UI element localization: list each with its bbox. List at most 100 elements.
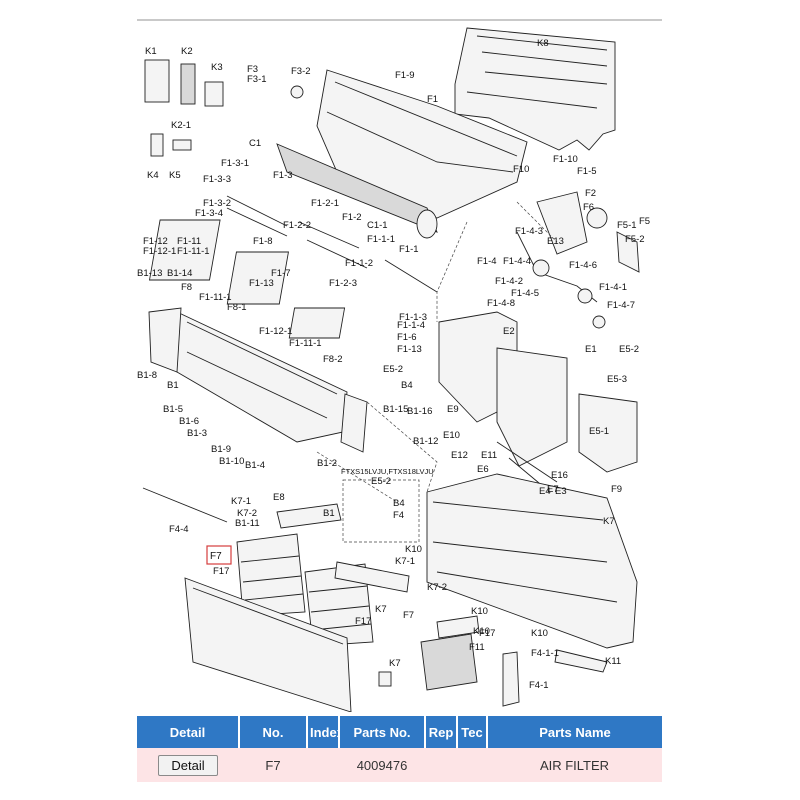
callout-e16[interactable]: E16 [551, 470, 568, 481]
callout-e10[interactable]: E10 [443, 430, 460, 441]
column-header-index[interactable]: Index [307, 716, 340, 748]
callout-f1-4-1[interactable]: F1-4-1 [599, 282, 627, 293]
callout-f1-4-4[interactable]: F1-4-4 [503, 256, 531, 267]
callout-b1-3[interactable]: B1-3 [187, 428, 207, 439]
callout-f1-3-1[interactable]: F1-3-1 [221, 158, 249, 169]
callout-f3-1[interactable]: F3-1 [247, 74, 267, 85]
callout-f1-11-1[interactable]: F1-11-1 [177, 246, 210, 257]
callout-k11[interactable]: K11 [605, 656, 621, 667]
callout-b1-11[interactable]: B1-11 [235, 518, 260, 529]
callout-b1[interactable]: B1 [167, 380, 179, 391]
callout-b1-4[interactable]: B1-4 [245, 460, 265, 471]
callout-e2[interactable]: E2 [503, 326, 515, 337]
callout-f8-1[interactable]: F8-1 [227, 302, 247, 313]
callout-k7[interactable]: K7 [603, 516, 615, 527]
callout-f11[interactable]: F11 [469, 642, 485, 653]
callout-f7[interactable]: F7 [403, 610, 414, 621]
callout-e8[interactable]: E8 [273, 492, 285, 503]
callout-f17[interactable]: F17 [213, 566, 229, 577]
callout-f1-1-1[interactable]: F1-1-1 [367, 234, 395, 245]
callout-f1-9[interactable]: F1-9 [395, 70, 415, 81]
callout-b1-15[interactable]: B1-15 [383, 404, 408, 415]
callout-k10[interactable]: K10 [471, 606, 488, 617]
callout-k2-1[interactable]: K2-1 [171, 120, 191, 131]
callout-f1-3-2[interactable]: F1-3-2 [203, 198, 231, 209]
callout-b1-12[interactable]: B1-12 [413, 436, 438, 447]
callout-f5[interactable]: F5 [639, 216, 650, 227]
callout-f1-13[interactable]: F1-13 [397, 344, 422, 355]
callout-f1-8[interactable]: F1-8 [253, 236, 273, 247]
callout-f1-3-3[interactable]: F1-3-3 [203, 174, 231, 185]
callout-e5-2[interactable]: E5-2 [371, 476, 391, 487]
callout-f3-2[interactable]: F3-2 [291, 66, 311, 77]
callout-k3[interactable]: K3 [211, 62, 223, 73]
callout-k5[interactable]: K5 [169, 170, 181, 181]
callout-f1-12-1[interactable]: F1-12-1 [143, 246, 176, 257]
callout-e3[interactable]: E3 [555, 486, 567, 497]
callout-f5-1[interactable]: F5-1 [617, 220, 637, 231]
callout-e9[interactable]: E9 [447, 404, 459, 415]
callout-f1-11[interactable]: F1-11 [177, 236, 201, 247]
callout-e4[interactable]: E4 [539, 486, 551, 497]
callout-k7[interactable]: K7 [389, 658, 401, 669]
table-row[interactable]: Detail F7 4009476 AIR FILTER [137, 748, 662, 782]
highlighted-callout[interactable]: F7 [210, 551, 222, 562]
callout-e5-3[interactable]: E5-3 [607, 374, 627, 385]
callout-b1-16[interactable]: B1-16 [407, 406, 432, 417]
callout-e6[interactable]: E6 [477, 464, 489, 475]
callout-f1-2-2[interactable]: F1-2-2 [283, 220, 311, 231]
callout-k7-1[interactable]: K7-1 [395, 556, 415, 567]
callout-f8-2[interactable]: F8-2 [323, 354, 343, 365]
callout-b1-9[interactable]: B1-9 [211, 444, 231, 455]
callout-f1-5[interactable]: F1-5 [577, 166, 597, 177]
callout-b1-6[interactable]: B1-6 [179, 416, 199, 427]
detail-button[interactable]: Detail [158, 754, 218, 776]
callout-f10[interactable]: F10 [513, 164, 529, 175]
callout-k7-2[interactable]: K7-2 [427, 582, 447, 593]
callout-e12[interactable]: E12 [451, 450, 468, 461]
callout-f4[interactable]: F4 [393, 510, 404, 521]
callout-f1-4-6[interactable]: F1-4-6 [569, 260, 597, 271]
callout-k10[interactable]: K10 [531, 628, 548, 639]
callout-b1-13[interactable]: B1-13 [137, 268, 162, 279]
callout-f1-3-4[interactable]: F1-3-4 [195, 208, 223, 219]
column-header-parts-name[interactable]: Parts Name [487, 716, 662, 748]
callout-k2[interactable]: K2 [181, 46, 193, 57]
column-header-detail[interactable]: Detail [137, 716, 240, 748]
callout-f1-13[interactable]: F1-13 [249, 278, 274, 289]
callout-f1-1-3[interactable]: F1-1-3 [399, 312, 427, 323]
callout-f3[interactable]: F3 [247, 64, 258, 75]
callout-b1-5[interactable]: B1-5 [163, 404, 183, 415]
callout-f1-4-3[interactable]: F1-4-3 [515, 226, 543, 237]
callout-k10[interactable]: K10 [473, 626, 490, 637]
callout-f1-12[interactable]: F1-12 [143, 236, 168, 247]
column-header-rep[interactable]: Rep [425, 716, 458, 748]
callout-f1-4[interactable]: F1-4 [477, 256, 497, 267]
callout-f1-4-8[interactable]: F1-4-8 [487, 298, 515, 309]
callout-f17[interactable]: F17 [355, 616, 371, 627]
column-header-no[interactable]: No. [239, 716, 308, 748]
callout-f1-7[interactable]: F1-7 [271, 268, 291, 279]
callout-e7[interactable]: E7 [547, 484, 559, 495]
callout-e5-2[interactable]: E5-2 [619, 344, 639, 355]
callout-f1-11-1[interactable]: F1-11-1 [289, 338, 322, 349]
callout-f1-2-3[interactable]: F1-2-3 [329, 278, 357, 289]
callout-k8[interactable]: K8 [537, 38, 549, 49]
callout-f1-1-2[interactable]: F1-1-2 [345, 258, 373, 269]
callout-f1-4-7[interactable]: F1-4-7 [607, 300, 635, 311]
callout-b1[interactable]: B1 [323, 508, 335, 519]
callout-f4-1-1[interactable]: F4-1-1 [531, 648, 559, 659]
callout-f1-2-1[interactable]: F1-2-1 [311, 198, 339, 209]
callout-k7[interactable]: K7 [375, 604, 387, 615]
callout-f4-1[interactable]: F4-1 [529, 680, 549, 691]
callout-e1[interactable]: E1 [585, 344, 597, 355]
callout-b1-14[interactable]: B1-14 [167, 268, 192, 279]
callout-f2[interactable]: F2 [585, 188, 596, 199]
callout-b1-10[interactable]: B1-10 [219, 456, 244, 467]
callout-k1[interactable]: K1 [145, 46, 157, 57]
callout-b1-8[interactable]: B1-8 [137, 370, 157, 381]
callout-b1-2[interactable]: B1-2 [317, 458, 337, 469]
callout-f8[interactable]: F8 [181, 282, 192, 293]
column-header-parts-no[interactable]: Parts No. [339, 716, 426, 748]
callout-k7-2[interactable]: K7-2 [237, 508, 257, 519]
